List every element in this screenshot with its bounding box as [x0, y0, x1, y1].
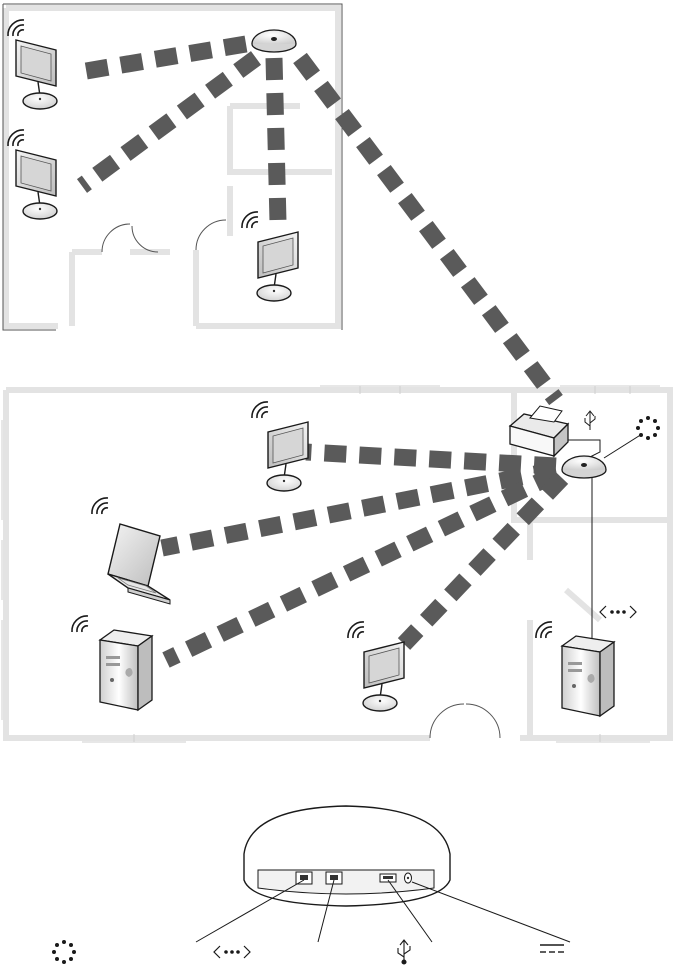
- lower-base-station: [562, 456, 606, 478]
- usb-cable: [568, 440, 600, 458]
- legend-modem-icon: [52, 940, 76, 964]
- legend-power-icon: [540, 945, 564, 952]
- modem-port: [296, 872, 312, 884]
- usb-icon: [585, 411, 595, 430]
- link-upper-imac1: [80, 44, 246, 72]
- ethernet-icon: [600, 606, 636, 618]
- lower-floor-doors: [430, 704, 500, 738]
- lower-imac-1: [252, 402, 308, 491]
- upper-imac-3: [242, 212, 298, 301]
- usb-printer: [510, 406, 568, 456]
- port-panel: [244, 806, 450, 906]
- lower-laptop: [92, 498, 170, 604]
- legend-usb-icon: [398, 940, 410, 964]
- upper-base-station: [252, 30, 296, 52]
- modem-icon: [636, 416, 660, 440]
- link-lower-imac1: [306, 452, 556, 466]
- lower-tower-1: [72, 616, 152, 710]
- power-port: [405, 873, 412, 883]
- modem-cable: [604, 434, 642, 458]
- upper-imac-2: [8, 130, 57, 219]
- upper-imac-1: [8, 20, 57, 109]
- ethernet-port: [326, 872, 342, 884]
- lower-tower-2: [536, 622, 614, 716]
- lower-imac-2: [348, 622, 404, 711]
- link-upper-imac3: [274, 58, 278, 222]
- legend-ethernet-icon: [214, 946, 250, 958]
